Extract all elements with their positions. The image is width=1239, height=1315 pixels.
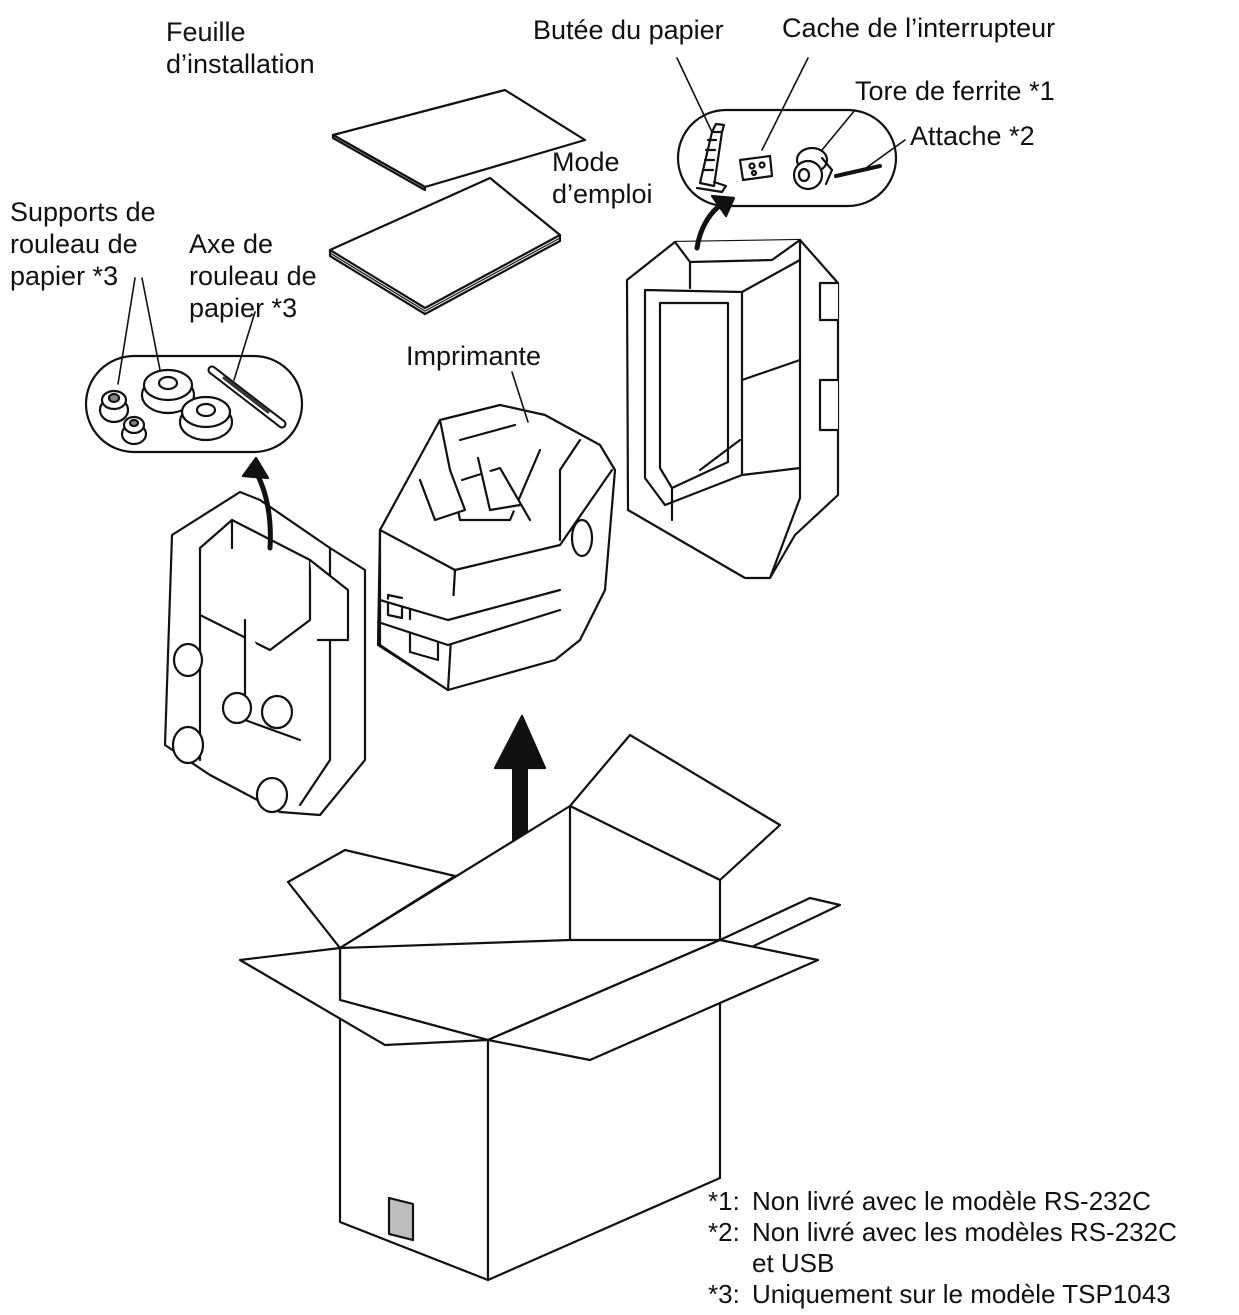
footnote-2: *2: Non livré avec les modèles RS-232C e… [708, 1217, 1177, 1279]
ferrite-core-part [792, 146, 834, 191]
cardboard-box [238, 733, 842, 1282]
roll-holder-large-1 [140, 368, 196, 415]
footnote-mark: *3: [708, 1279, 740, 1309]
label-printer: Imprimante [406, 341, 542, 371]
footnote-mark: *2: [708, 1217, 740, 1247]
cable-tie-part [834, 164, 882, 178]
roll-shaft [207, 365, 287, 429]
paper-roll-capsule [84, 277, 304, 454]
roll-holder-small-1 [98, 389, 130, 424]
switch-cover-part [738, 154, 774, 182]
left-packing-foam [163, 490, 367, 817]
manual-booklet [328, 176, 562, 316]
footnote-text: Non livré avec les modèles RS-232C et US… [752, 1217, 1177, 1278]
label-cable-tie: Attache *2 [910, 121, 1035, 151]
label-paper-guide: Butée du papier [533, 15, 724, 45]
footnote-3: *3: Uniquement sur le modèle TSP1043 [708, 1279, 1177, 1310]
label-roll-holders: Supports de rouleau de papier *3 [10, 197, 156, 291]
accessories-capsule [676, 57, 906, 208]
footnote-text: Non livré avec le modèle RS-232C [752, 1186, 1151, 1216]
roll-holder-large-2 [178, 395, 234, 442]
label-installation-sheet: Feuille d’installation [166, 17, 315, 79]
paper-guide-part [695, 122, 728, 194]
label-switch-cover: Cache de l’interrupteur [782, 13, 1056, 43]
installation-sheet [331, 88, 587, 192]
footnotes: *1: Non livré avec le modèle RS-232C *2:… [708, 1186, 1177, 1310]
footnote-1: *1: Non livré avec le modèle RS-232C [708, 1186, 1177, 1217]
roll-holder-small-2 [120, 415, 148, 446]
label-roll-shaft: Axe de rouleau de papier *3 [189, 229, 317, 323]
label-ferrite-core: Tore de ferrite *1 [855, 76, 1055, 106]
footnote-mark: *1: [708, 1186, 740, 1216]
footnote-text: Uniquement sur le modèle TSP1043 [752, 1279, 1171, 1309]
right-packing-foam [625, 238, 840, 580]
label-manual: Mode d’emploi [552, 147, 653, 209]
printer [376, 371, 617, 692]
